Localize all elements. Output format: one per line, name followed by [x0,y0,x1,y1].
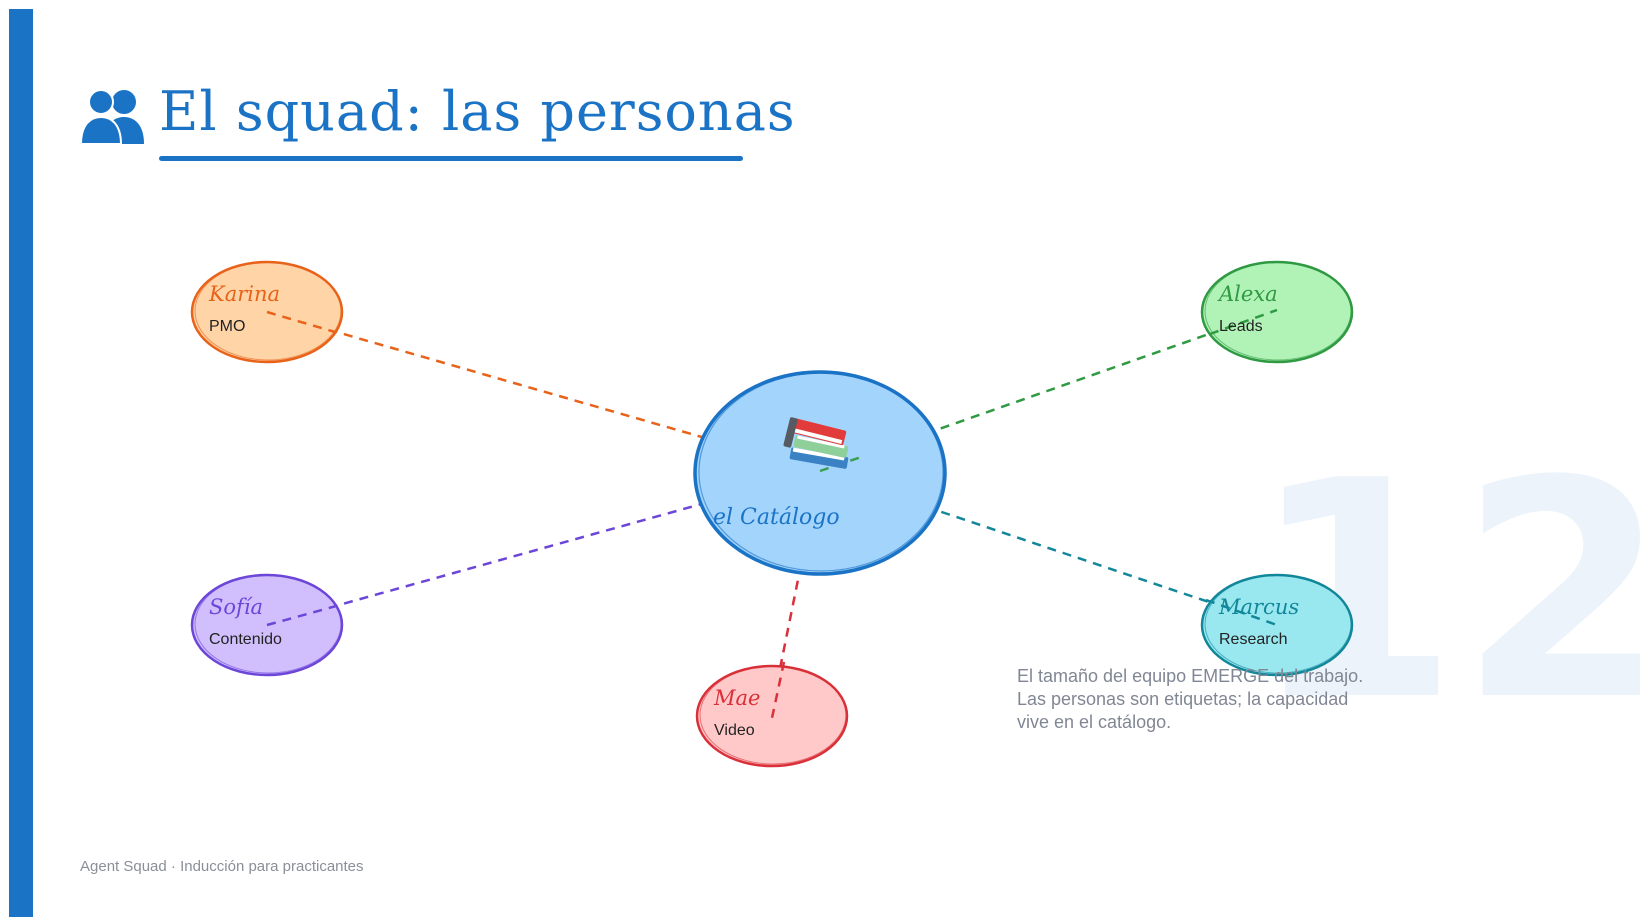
people-icon [80,89,144,145]
member-name: Karina [208,282,280,306]
member-role: PMO [209,318,245,335]
note-line: vive en el catálogo. [1017,712,1172,732]
member-name: Sofía [209,595,263,619]
member-role: Contenido [209,631,282,648]
member-node-sofia[interactable]: Sofía Contenido [190,573,344,677]
books-icon [783,417,849,469]
member-role: Video [714,722,755,739]
member-node-alexa[interactable]: Alexa Leads [1200,260,1354,364]
member-role: Research [1219,631,1287,648]
member-role: Leads [1219,318,1263,335]
member-node-mae[interactable]: Mae Video [695,661,849,768]
title-underline [159,156,743,161]
center-node[interactable]: el Catálogo [693,370,947,576]
page-title: El squad: las personas [159,80,796,143]
footer-text: Agent Squad · Inducción para practicante… [80,858,364,875]
member-name: Mae [713,686,760,710]
note-text: El tamaño del equipo EMERGE del trabajo.… [1017,665,1397,734]
member-name: Alexa [1217,282,1278,306]
member-name: Marcus [1218,595,1299,619]
note-line: El tamaño del equipo EMERGE del trabajo. [1017,666,1364,686]
note-line: Las personas son etiquetas; la capacidad [1017,689,1349,709]
member-node-karina[interactable]: Karina PMO [190,260,344,364]
member-node-marcus[interactable]: Marcus Research [1200,573,1354,677]
center-label: el Catálogo [713,505,840,530]
accent-bar [9,9,33,917]
